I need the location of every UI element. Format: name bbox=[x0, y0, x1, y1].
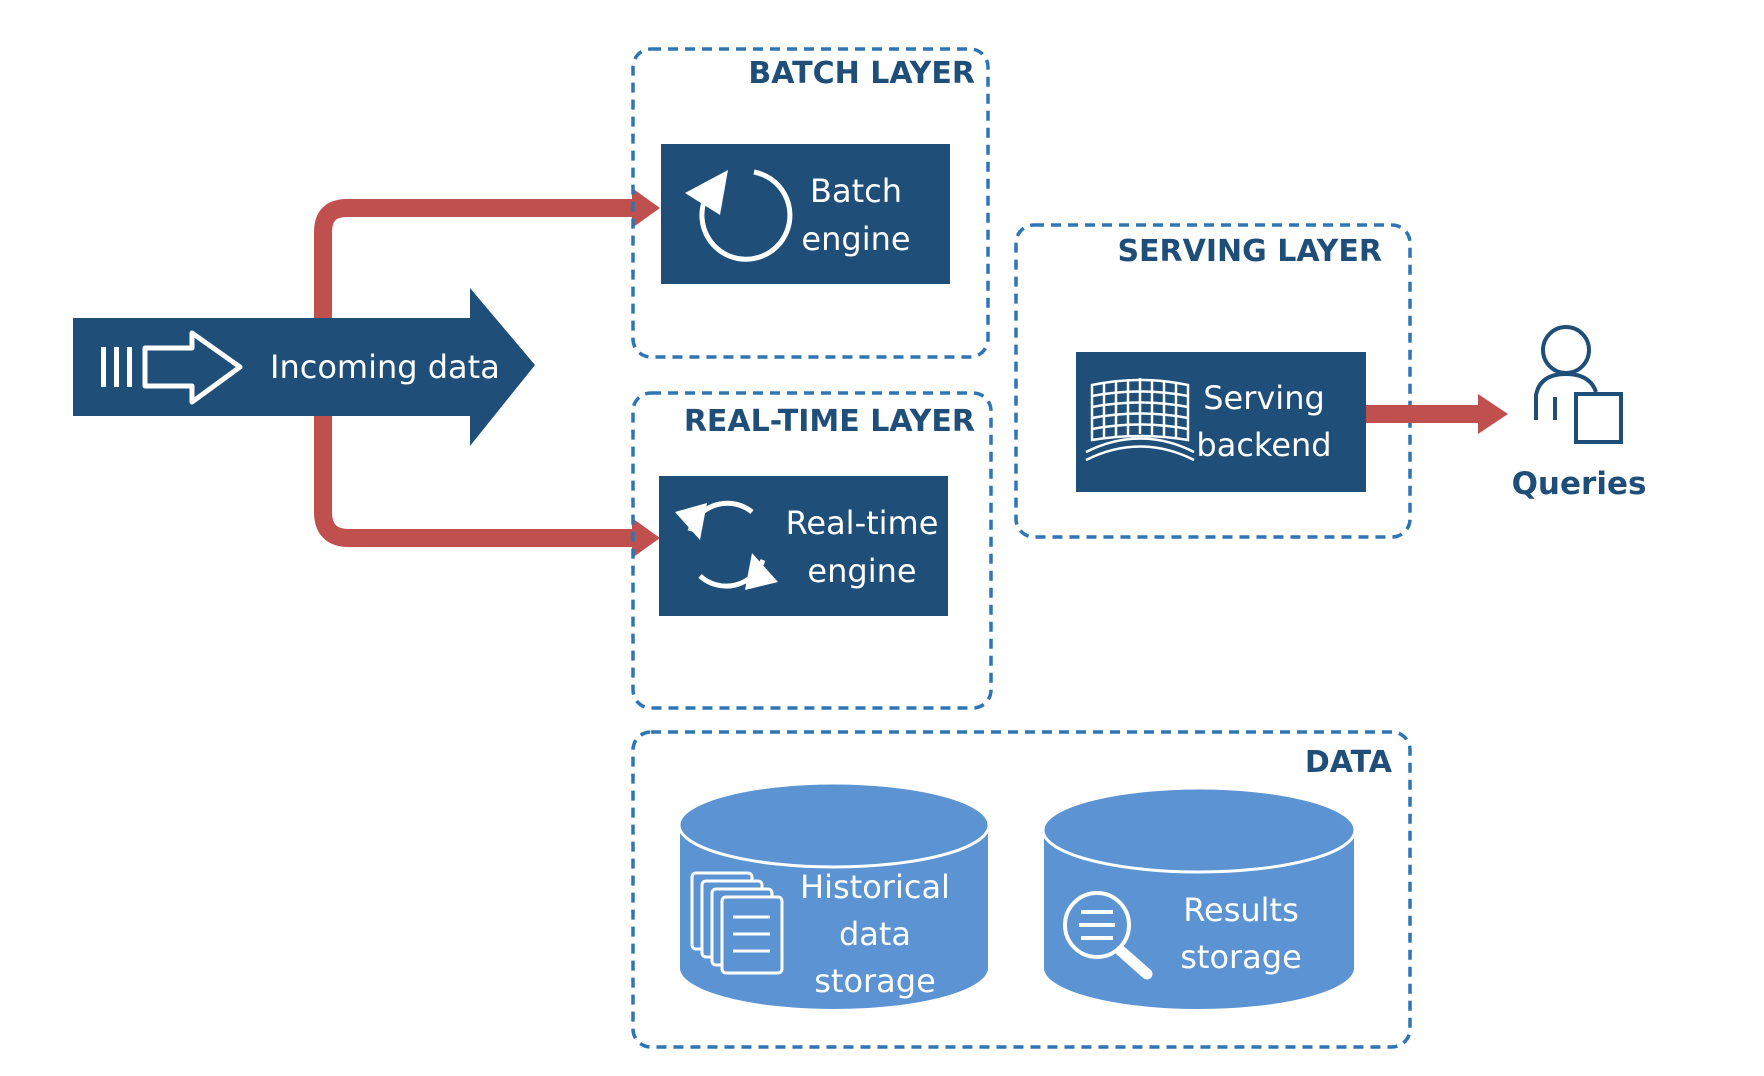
sync-icon bbox=[675, 500, 778, 590]
realtime-engine-box bbox=[659, 476, 948, 616]
realtime-engine-line2: engine bbox=[807, 552, 916, 590]
refresh-icon bbox=[685, 169, 793, 262]
results-line2: storage bbox=[1180, 938, 1302, 976]
data-layer: DATA Historical data storage bbox=[631, 730, 1412, 1049]
serving-layer: SERVING LAYER Serving backend bbox=[1014, 223, 1412, 539]
grid-icon bbox=[1085, 378, 1195, 462]
batch-layer-title: BATCH LAYER bbox=[748, 56, 975, 91]
documents-icon bbox=[690, 871, 784, 975]
incoming-data-label: Incoming data bbox=[270, 348, 500, 386]
queries-label: Queries bbox=[1512, 466, 1647, 502]
incoming-to-realtime-arrow bbox=[314, 410, 660, 558]
batch-layer: BATCH LAYER Batch engine bbox=[631, 47, 990, 359]
serving-backend-line2: backend bbox=[1196, 426, 1331, 464]
serving-backend-box bbox=[1076, 352, 1366, 492]
realtime-layer-title: REAL-TIME LAYER bbox=[684, 404, 975, 439]
results-line1: Results bbox=[1183, 891, 1299, 929]
arrow-right-icon bbox=[101, 330, 243, 405]
batch-engine-line1: Batch bbox=[810, 172, 902, 210]
results-storage-cylinder bbox=[1041, 786, 1357, 1011]
serving-layer-title: SERVING LAYER bbox=[1117, 234, 1382, 269]
incoming-data-arrow: Incoming data bbox=[73, 288, 535, 446]
batch-engine-box bbox=[661, 144, 950, 284]
user-icon bbox=[1534, 325, 1623, 444]
search-icon bbox=[1063, 891, 1153, 980]
realtime-engine-line1: Real-time bbox=[786, 504, 939, 542]
historical-line1: Historical bbox=[800, 868, 950, 906]
historical-line2: data bbox=[839, 915, 911, 953]
realtime-layer: REAL-TIME LAYER Real-time engine bbox=[631, 391, 993, 710]
serving-to-queries-arrow bbox=[1366, 394, 1508, 434]
historical-line3: storage bbox=[814, 962, 936, 1000]
data-layer-title: DATA bbox=[1305, 745, 1393, 780]
batch-engine-line2: engine bbox=[801, 220, 910, 258]
incoming-to-batch-arrow bbox=[314, 188, 660, 320]
serving-backend-line1: Serving bbox=[1203, 379, 1325, 417]
